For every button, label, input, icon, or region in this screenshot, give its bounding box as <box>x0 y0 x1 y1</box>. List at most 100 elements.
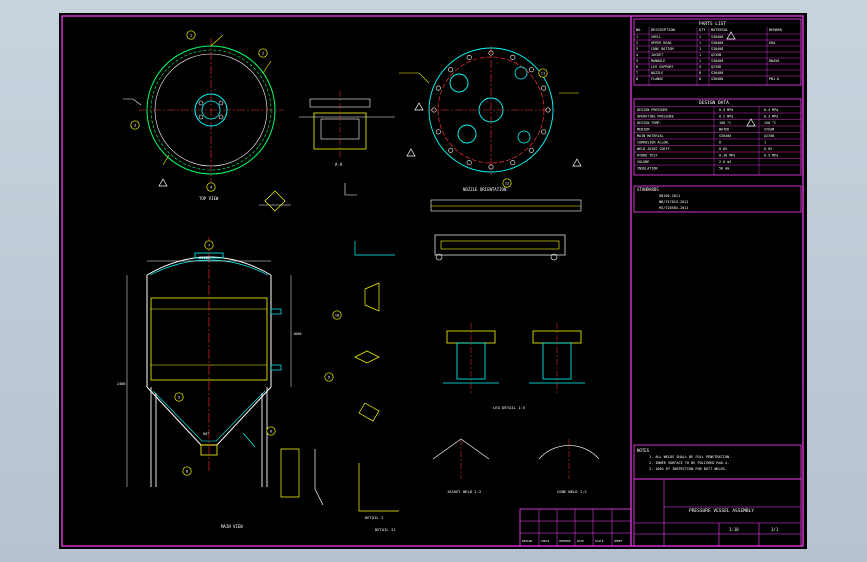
design-cell: 150 °C <box>764 121 776 125</box>
title-block: PRESSURE VESSEL ASSEMBLY 1:10 1/1 <box>633 478 802 547</box>
revision-triangle <box>572 158 582 167</box>
drawing-sheet: .t{fill:#fff;font-family:"DejaVu Sans Mo… <box>59 13 807 549</box>
bolt-hole <box>510 160 516 166</box>
revision-triangle <box>158 178 168 187</box>
parts-cell: JACKET <box>651 53 663 57</box>
design-cell: DESIGN TEMP. <box>637 121 662 125</box>
design-cell: 0.38 MPa <box>719 154 735 158</box>
design-cell: 0.3 MPa <box>764 115 778 119</box>
view-label-detail-ii: DETAIL II <box>375 527 396 532</box>
parts-cell: 3 <box>636 47 638 51</box>
parts-cell: LEG SUPPORT <box>651 65 673 69</box>
design-cell: 100 °C <box>719 121 731 125</box>
design-cell: 50 mm <box>719 167 729 171</box>
design-cell: 1 <box>764 141 766 145</box>
view-label-top: TOP VIEW <box>199 196 219 201</box>
design-cell: 0 <box>719 141 721 145</box>
bolt-hole <box>435 129 441 135</box>
approval-label: APPROVE <box>559 539 571 543</box>
parts-cell: EHA <box>769 41 775 45</box>
view-label-nozzle: NOZZLE ORIENTATION <box>463 187 507 192</box>
parts-cell: S30408 <box>711 71 723 75</box>
parts-cell: UPPER HEAD <box>651 41 671 45</box>
item-balloon-number: 8 <box>186 468 189 473</box>
item-balloon <box>182 466 192 476</box>
parts-cell: S30408 <box>711 47 723 51</box>
standard-item: NB/T47015-2011 <box>659 200 689 204</box>
view-label-main: MAIN VIEW <box>221 524 243 529</box>
note-line: 1. ALL WELDS SHALL BE FULL PENETRATION. <box>649 455 731 459</box>
scale-value: 1:10 <box>729 527 739 532</box>
parts-cell: MANHOLE <box>651 59 665 63</box>
design-cell: MAIN MATERIAL <box>637 134 664 138</box>
item-balloon-number: 9 <box>328 374 331 379</box>
view-label-cone-weld: CONE WELD 1:2 <box>557 489 587 494</box>
sheet-number: 1/1 <box>771 527 779 532</box>
item-balloon-number: 11 <box>541 70 546 75</box>
note-line: 3. 100% RT INSPECTION FOR BUTT WELDS. <box>649 467 727 471</box>
parts-cell: S30408 <box>711 41 723 45</box>
item-balloon <box>332 310 342 320</box>
standards-header: STANDARDS <box>637 187 659 192</box>
bolt-hole <box>448 147 454 153</box>
parts-cell: NOZZLE <box>651 71 663 75</box>
item-balloon-number: 3 <box>134 122 136 127</box>
revision-triangles <box>158 31 756 187</box>
design-cell: 0.3 MPa <box>719 108 733 112</box>
design-cell: CORROSION ALLOW. <box>637 141 670 145</box>
note-line: 2. INNER SURFACE TO BE POLISHED Ra0.4. <box>649 461 729 465</box>
dim-shell-height: 1600 <box>293 332 301 336</box>
parts-cell: 4 <box>636 53 638 57</box>
design-cell: Q235B <box>764 134 774 138</box>
parts-cell: 2 <box>636 41 638 45</box>
parts-cell: 8 <box>699 71 701 75</box>
bolt-hole <box>448 67 454 73</box>
parts-cell: Q235B <box>711 53 721 57</box>
leg-detail-views: LEG DETAIL 1:5 JACKET WELD 1:2 CONE WELD… <box>430 199 600 494</box>
item-balloon-number: 7 <box>208 242 210 247</box>
dim-diameter: Ø1400 <box>199 255 210 260</box>
main-vessel-view: Ø1400 1600 2400 60° MAIN VIEW <box>117 237 301 529</box>
design-cell: WELD JOINT COEFF. <box>637 147 672 151</box>
view-label-section: A-A <box>335 162 343 167</box>
design-cell: VOLUME <box>637 160 649 164</box>
parts-cell: 1 <box>699 47 701 51</box>
standard-item: HG/T20584-2011 <box>659 206 689 210</box>
parts-cell: 8 <box>699 77 701 81</box>
notes-header: NOTES <box>637 448 650 453</box>
item-balloon-number: 1 <box>190 32 193 37</box>
view-label-detail-i: DETAIL I <box>365 515 383 520</box>
item-balloon-number: 2 <box>262 50 264 55</box>
approval-label: DATE <box>577 539 584 543</box>
parts-column-header: QTY <box>699 28 706 32</box>
design-cell: WATER <box>719 128 730 132</box>
revision-triangle <box>406 148 416 157</box>
parts-column-header: MATERIAL <box>711 28 728 32</box>
design-cell: DESIGN PRESSURE <box>637 108 668 112</box>
parts-cell: S30408 <box>711 59 723 63</box>
standards-table: STANDARDS GB150-2011 NB/T47015-2011 HG/T… <box>633 185 802 213</box>
design-cell: 0.5 MPa <box>764 154 778 158</box>
design-cell: 0.85 <box>719 147 727 151</box>
item-balloon-number: 10 <box>335 312 340 317</box>
approval-label: DESIGN <box>522 539 532 543</box>
parts-cell: 4 <box>699 65 701 69</box>
item-balloon-number: 12 <box>505 180 510 185</box>
item-balloon <box>174 392 184 402</box>
bolt-hole <box>488 164 494 170</box>
parts-cell: 1 <box>699 53 701 57</box>
parts-cell: CONE BOTTOM <box>651 47 673 51</box>
revision-triangle <box>746 118 756 127</box>
parts-cell: DN450 <box>769 59 779 63</box>
parts-cell: PN1.0 <box>769 77 779 81</box>
notes-block: NOTES 1. ALL WELDS SHALL BE FULL PENETRA… <box>633 444 802 480</box>
item-balloon <box>204 240 214 250</box>
approval-label: SHEET <box>614 539 623 543</box>
bolt-hole <box>528 147 534 153</box>
design-cell: 0.85 <box>764 147 772 151</box>
design-cell: 2.0 m3 <box>719 160 731 164</box>
design-cell: OPERATING PRESSURE <box>637 115 674 119</box>
bolt-hole <box>528 67 534 73</box>
item-balloon <box>186 30 196 40</box>
